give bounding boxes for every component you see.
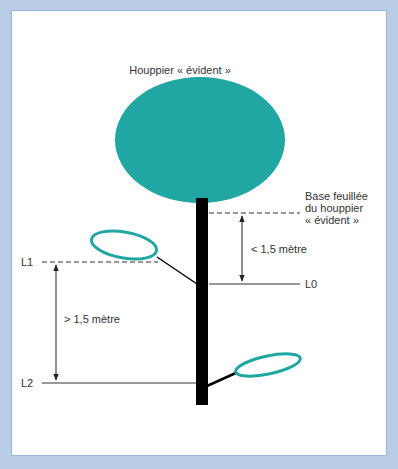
crown xyxy=(115,77,285,203)
crown-base-line xyxy=(209,213,300,214)
dimension-arrow xyxy=(56,265,57,380)
branch-foliage xyxy=(234,349,302,380)
branch xyxy=(207,372,238,386)
branch-foliage xyxy=(89,226,159,263)
level-label: L0 xyxy=(305,278,317,290)
l1-line xyxy=(42,262,158,263)
dimension-label: > 1,5 mètre xyxy=(64,313,120,325)
crown-title: Houppier « évident » xyxy=(100,64,260,76)
dimension-label: < 1,5 mètre xyxy=(251,243,307,255)
branch xyxy=(157,257,197,284)
dimension-arrow xyxy=(242,216,243,281)
l0-line xyxy=(209,284,300,285)
level-label: L2 xyxy=(21,377,33,389)
trunk xyxy=(196,198,208,405)
l2-line xyxy=(42,383,196,384)
crown-base-label: Base feuillée du houppier « évident » xyxy=(305,190,370,226)
level-label: L1 xyxy=(21,256,33,268)
